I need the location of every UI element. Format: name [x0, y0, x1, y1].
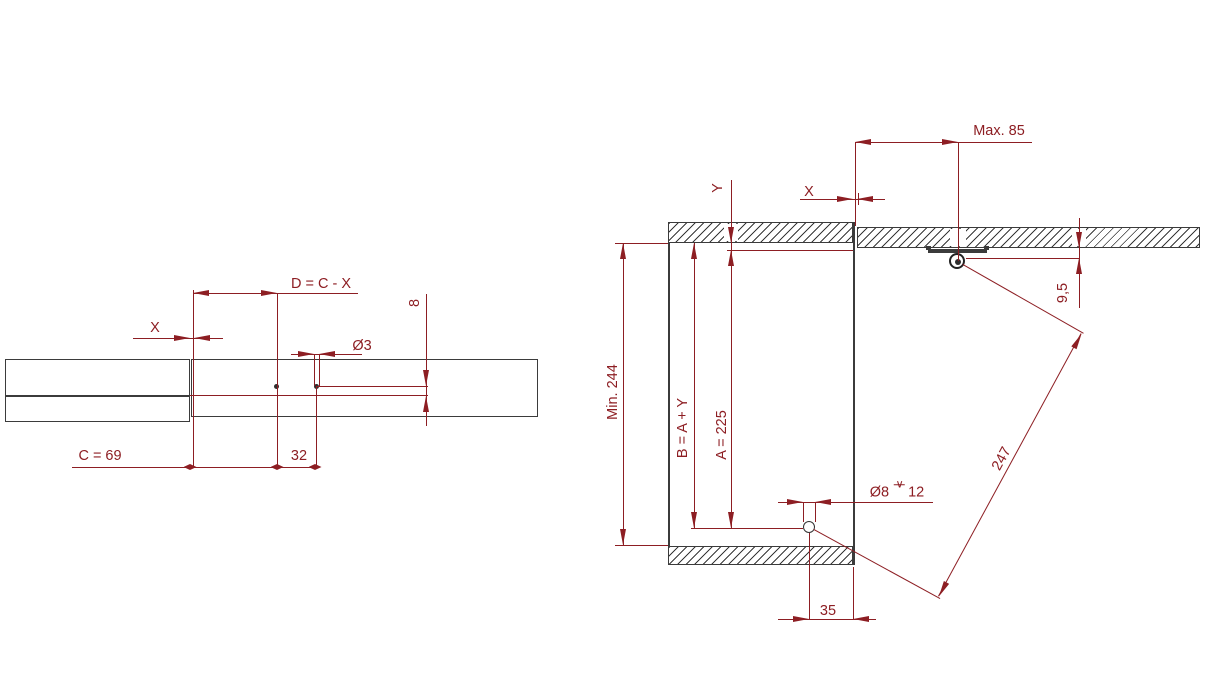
- arrowhead: [855, 139, 871, 145]
- hole-edge-right: [815, 503, 817, 522]
- depth-symbol-v: ∨: [895, 478, 904, 491]
- dim-label-d: D = C - X: [290, 275, 352, 292]
- dim-line-min244: [623, 243, 625, 545]
- arrowhead: [318, 351, 335, 357]
- chain-dim-tick: [308, 464, 322, 470]
- flap-underside-reference: [727, 250, 853, 252]
- arrowhead: [728, 512, 734, 528]
- arrowhead: [1076, 258, 1082, 274]
- hinge-bracket-tab-right: [984, 246, 989, 250]
- front-edge-extension: [855, 142, 857, 226]
- arrowhead: [787, 499, 803, 505]
- dim-label-32: 32: [290, 447, 308, 464]
- dim-label-dia8-depth12: Ø8 ∨ 12: [869, 479, 925, 501]
- hole-center-extension: [809, 533, 811, 620]
- arrowhead: [691, 243, 697, 259]
- chain-dim-tick: [183, 464, 197, 470]
- hole-outline-right: [318, 355, 320, 386]
- dim-line-8-vertical: [426, 294, 428, 426]
- bar-left-section: [5, 359, 190, 422]
- dim-line-dia8: [778, 502, 933, 504]
- hole-axis-line: [316, 386, 428, 388]
- extension-line-hole2: [316, 386, 318, 467]
- front-edge-lower-extension: [853, 567, 855, 620]
- hole-depth-text: 12: [908, 484, 925, 501]
- dim-line-b: [694, 243, 696, 528]
- arrowhead: [174, 335, 190, 341]
- arrowhead: [423, 396, 429, 412]
- dim-label-b: B = A + Y: [674, 397, 691, 459]
- arrowhead: [194, 335, 210, 341]
- arrowhead: [620, 243, 626, 259]
- cabinet-bottom-panel: [668, 546, 853, 565]
- line: [938, 332, 1082, 597]
- hole-outline-left: [313, 355, 315, 386]
- arrowhead: [728, 227, 734, 243]
- arrowhead: [193, 290, 209, 296]
- dim-label-35: 35: [819, 602, 837, 619]
- extension-line-hole1: [277, 293, 279, 467]
- cabinet-top-panel: [668, 222, 853, 243]
- depth-symbol-icon: ∨: [894, 479, 906, 497]
- chain-dim-tick: [270, 464, 284, 470]
- hinge-axis-extension: [958, 142, 960, 261]
- dim-label-min244: Min. 244: [604, 364, 621, 420]
- dim-line-y-a: [731, 180, 733, 528]
- hinge-pivot-center: [954, 258, 961, 265]
- hinge-bracket-plate: [928, 249, 987, 253]
- arrowhead: [1070, 331, 1084, 349]
- dim-label-c: C = 69: [78, 447, 122, 464]
- dim-label-8: 8: [406, 298, 423, 308]
- dim-label-x: X: [804, 183, 814, 200]
- dim-label-max85: Max. 85: [973, 122, 1025, 139]
- hole-height-reference: [691, 528, 803, 530]
- pilot-hole-dot-1: [273, 383, 279, 389]
- arrowhead: [297, 351, 314, 357]
- dim-label-247: 247: [988, 444, 1015, 474]
- cabinet-back-edge: [668, 243, 670, 546]
- arrowhead: [793, 616, 809, 622]
- arrowhead: [942, 139, 958, 145]
- arrowhead: [815, 499, 831, 505]
- arrowhead: [857, 196, 873, 202]
- arrowhead: [837, 196, 853, 202]
- dim-label-dia3: Ø3: [352, 337, 372, 354]
- arrowhead: [691, 512, 697, 528]
- bar-right-section: [191, 359, 538, 417]
- bar-left-section-groove-line: [5, 395, 190, 397]
- dim-label-x: X: [150, 319, 160, 336]
- hole-diameter-text: Ø8: [869, 484, 890, 501]
- pivot-offset-reference: [966, 258, 1079, 260]
- top-panel-underside-extension: [615, 243, 668, 245]
- dim-chain-line-bottom: [72, 467, 318, 469]
- dim-line-35: [778, 619, 876, 621]
- dim-line-247: [935, 331, 1084, 598]
- drill-hole-dia8: [803, 521, 815, 533]
- hinge-bracket-tab-left: [926, 246, 931, 250]
- flap-panel-open: [857, 227, 1200, 248]
- hole-edge-left: [803, 503, 805, 522]
- arrowhead: [853, 616, 869, 622]
- extension-line-x-ref: [193, 290, 195, 467]
- dim-label-9-5: 9,5: [1054, 282, 1071, 304]
- cabinet-front-edge: [853, 222, 855, 565]
- arrowhead: [261, 290, 277, 296]
- arrowhead: [423, 370, 429, 386]
- bottom-panel-top-extension: [615, 545, 668, 547]
- dim-label-y: Y: [709, 183, 726, 193]
- arrowhead: [935, 580, 949, 598]
- groove-reference-line: [190, 395, 428, 397]
- arrowhead: [620, 529, 626, 545]
- arrowhead: [728, 250, 734, 266]
- arrowhead: [1076, 232, 1082, 248]
- dim-label-a: A = 225: [713, 410, 730, 460]
